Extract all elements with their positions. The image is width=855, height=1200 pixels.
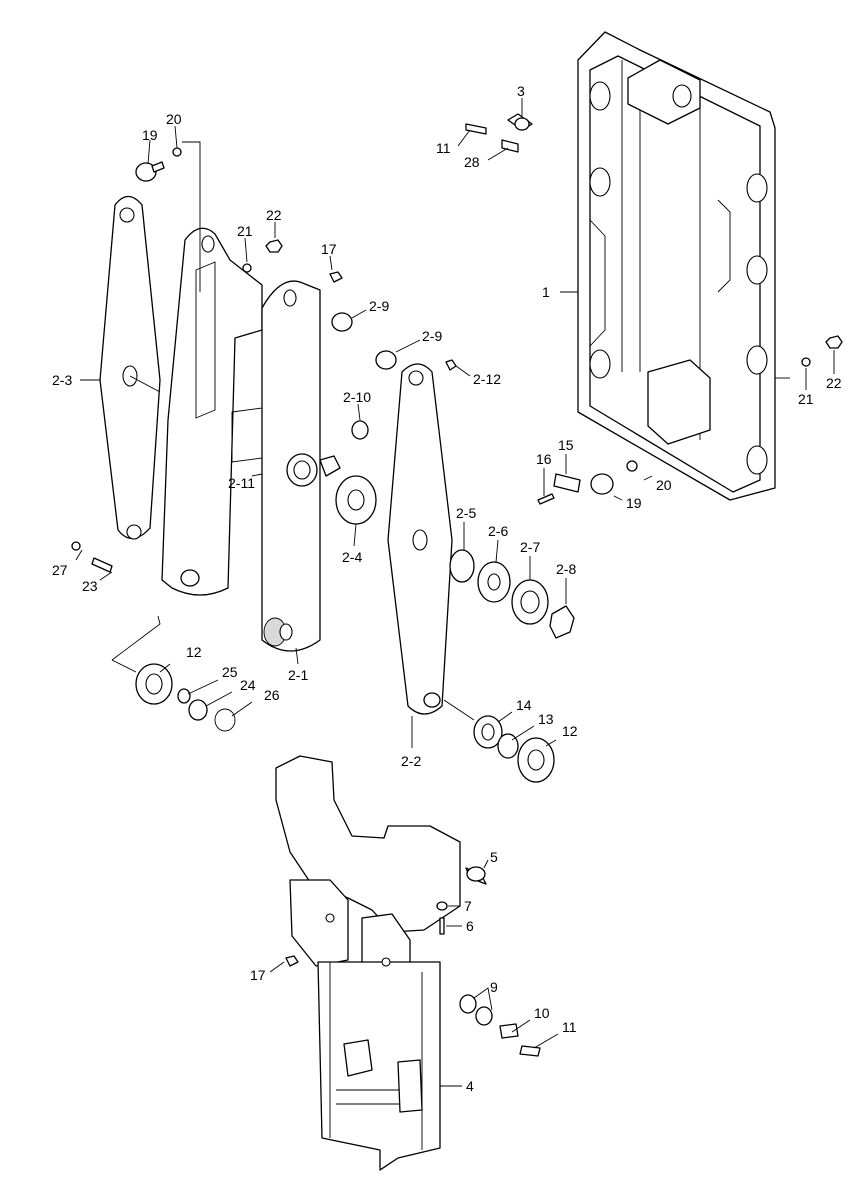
label-2-5: 2-5: [456, 505, 476, 521]
part-labels: 3 11 28 19 20 21 22 17 1 2-9 2-9 2-12 2-…: [52, 83, 842, 1094]
label-2-12: 2-12: [473, 371, 501, 387]
label-6: 6: [466, 918, 474, 934]
part-4-lower-frame: [275, 755, 461, 1171]
label-23: 23: [82, 578, 98, 594]
label-22-top: 22: [266, 207, 282, 223]
label-21-top: 21: [237, 223, 253, 239]
label-11-bottom: 11: [562, 1019, 577, 1035]
label-2-3: 2-3: [52, 372, 72, 388]
label-24: 24: [240, 677, 256, 693]
label-7: 7: [464, 898, 472, 914]
label-2-9-mid: 2-9: [422, 328, 442, 344]
label-15: 15: [558, 437, 574, 453]
label-2-7: 2-7: [520, 539, 540, 555]
label-4: 4: [466, 1078, 474, 1094]
label-3: 3: [517, 83, 525, 99]
label-2-4: 2-4: [342, 549, 362, 565]
label-2-9-top: 2-9: [369, 298, 389, 314]
label-17-top: 17: [321, 241, 337, 257]
label-2-6: 2-6: [488, 523, 508, 539]
label-27: 27: [52, 562, 68, 578]
label-10: 10: [534, 1005, 550, 1021]
label-12-left: 12: [186, 644, 202, 660]
label-16: 16: [536, 451, 552, 467]
label-5: 5: [490, 849, 498, 865]
small-parts: [71, 113, 843, 1057]
label-12-right: 12: [562, 723, 578, 739]
part-2-2-plate: [387, 363, 453, 715]
label-17-bottom: 17: [250, 967, 266, 983]
label-20-right: 20: [656, 477, 672, 493]
label-2-11: 2-11: [228, 475, 255, 491]
leader-lines: [75, 98, 835, 1087]
label-19-top: 19: [142, 127, 158, 143]
label-13: 13: [538, 711, 554, 727]
label-2-2: 2-2: [401, 753, 421, 769]
label-25: 25: [222, 664, 238, 680]
label-2-1: 2-1: [288, 667, 308, 683]
label-26: 26: [264, 687, 280, 703]
label-20-top: 20: [166, 111, 182, 127]
label-1: 1: [542, 284, 550, 300]
label-11-top: 11: [436, 140, 451, 156]
label-28: 28: [464, 154, 480, 170]
label-22-right: 22: [826, 375, 842, 391]
part-2-center-assembly: [161, 227, 341, 652]
label-2-10: 2-10: [343, 389, 371, 405]
label-9: 9: [490, 979, 498, 995]
label-2-8: 2-8: [556, 561, 576, 577]
part-2-3-plate: [99, 195, 161, 540]
label-21-right: 21: [798, 391, 814, 407]
label-14: 14: [516, 697, 532, 713]
label-19-right: 19: [626, 495, 642, 511]
part-1-upper-frame: [577, 31, 776, 501]
